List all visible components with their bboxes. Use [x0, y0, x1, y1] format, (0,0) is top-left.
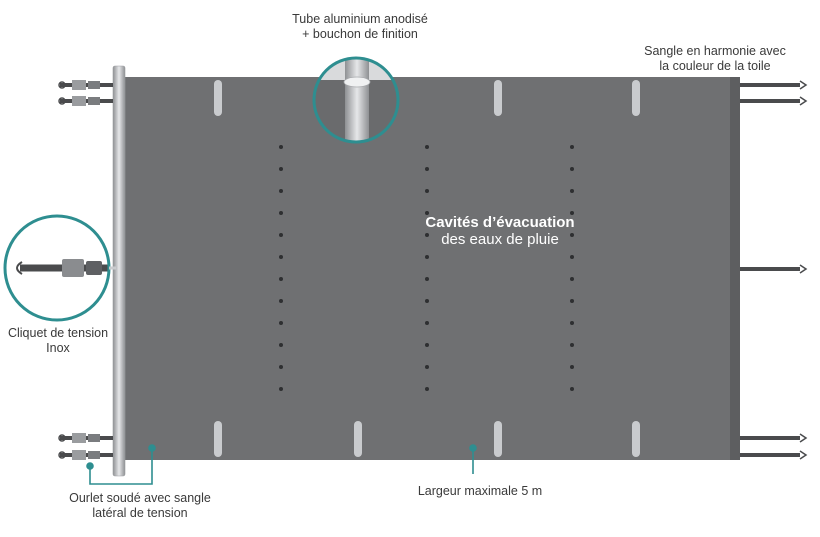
drainage-hole [279, 167, 283, 171]
left-strap-top-1 [58, 80, 113, 90]
drainage-hole [425, 189, 429, 193]
drainage-holes [279, 145, 574, 391]
label-ratchet-line1: Cliquet de tension [7, 326, 109, 340]
drainage-hole [279, 145, 283, 149]
drainage-hole [425, 277, 429, 281]
drainage-hole [279, 299, 283, 303]
label-strap-line2: la couleur de la toile [659, 59, 771, 73]
drainage-label: Cavités d’évacuation des eaux de pluie [360, 214, 640, 248]
drainage-hole [279, 365, 283, 369]
drainage-hole [425, 233, 429, 237]
drainage-hole [570, 189, 574, 193]
ratchet-zoom-circle [3, 214, 111, 322]
drainage-hole [425, 167, 429, 171]
label-width-text: Largeur maximale 5 m [417, 484, 543, 498]
label-hem: Ourlet soudé avec sangle latéral de tens… [40, 491, 240, 521]
drainage-hole [570, 299, 574, 303]
drainage-hole [425, 343, 429, 347]
drainage-hole [570, 343, 574, 347]
drainage-hole [570, 255, 574, 259]
drainage-hole [279, 387, 283, 391]
left-strap-bottom-1 [58, 433, 113, 443]
label-hem-line2: latéral de tension [92, 506, 188, 520]
drainage-hole [570, 277, 574, 281]
drainage-hole [570, 145, 574, 149]
label-strap-line1: Sangle en harmonie avec [644, 44, 786, 58]
drainage-label-line2: des eaux de pluie [441, 231, 559, 248]
drainage-hole [570, 321, 574, 325]
width-callout [469, 444, 477, 474]
drainage-hole [425, 365, 429, 369]
label-aluminium-tube: Tube aluminium anodisé + bouchon de fini… [250, 12, 470, 42]
drainage-label-line1: Cavités d’évacuation [425, 214, 575, 231]
label-hem-line1: Ourlet soudé avec sangle [69, 491, 211, 505]
drainage-hole [279, 233, 283, 237]
drainage-hole [570, 387, 574, 391]
left-straps [58, 80, 113, 460]
drainage-hole [279, 321, 283, 325]
drainage-hole [570, 365, 574, 369]
label-ratchet-line2: Inox [46, 341, 70, 355]
left-strap-top-2 [58, 96, 113, 106]
label-tube-line2: + bouchon de finition [302, 27, 418, 41]
drainage-hole [279, 255, 283, 259]
drainage-hole [279, 343, 283, 347]
drainage-hole [425, 299, 429, 303]
drainage-hole [279, 211, 283, 215]
tube-zoom-circle [312, 56, 400, 144]
drainage-hole [425, 145, 429, 149]
drainage-hole [425, 321, 429, 325]
bottom-anchor-slots [214, 421, 640, 457]
label-max-width: Largeur maximale 5 m [380, 484, 580, 499]
drainage-hole [425, 255, 429, 259]
drainage-hole [570, 233, 574, 237]
drainage-hole [570, 167, 574, 171]
drainage-hole [279, 277, 283, 281]
right-straps [740, 80, 808, 460]
label-ratchet: Cliquet de tension Inox [0, 326, 116, 356]
hem-callout [86, 444, 156, 485]
drainage-hole [570, 211, 574, 215]
left-strap-bottom-2 [58, 450, 113, 460]
pool-cover-panel [116, 77, 736, 460]
top-anchor-slots [214, 80, 640, 116]
right-hem [730, 77, 740, 460]
label-strap: Sangle en harmonie avec la couleur de la… [610, 44, 820, 74]
drainage-hole [425, 211, 429, 215]
label-tube-line1: Tube aluminium anodisé [292, 12, 428, 26]
drainage-hole [425, 387, 429, 391]
aluminium-tube [112, 65, 126, 477]
drainage-hole [279, 189, 283, 193]
